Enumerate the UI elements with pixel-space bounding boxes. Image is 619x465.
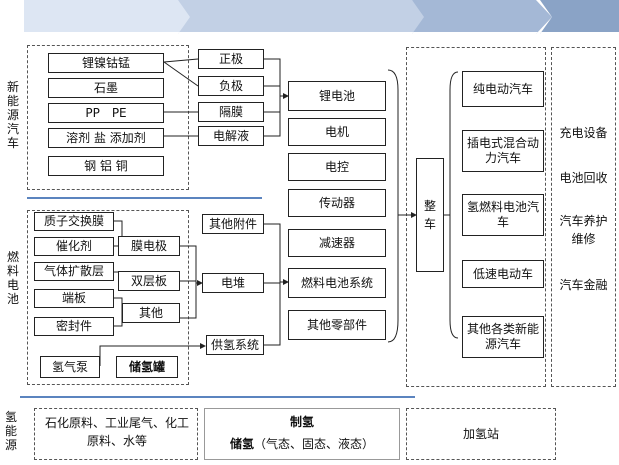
- h2-source-frame: [34, 408, 198, 460]
- service-item: 汽车金融: [559, 278, 608, 292]
- fuel-material-box: 气体扩散层: [34, 262, 114, 281]
- fuel-material-box: 催化剂: [34, 237, 114, 256]
- vehicle-type-box: 插电式混合动力汽车: [462, 130, 544, 172]
- battery-part-box: 正极: [198, 49, 264, 69]
- component-box: 燃料电池系统: [288, 268, 386, 298]
- banner-segment-4: [540, 0, 619, 34]
- service-item: 电池回收: [559, 171, 608, 185]
- component-box: 其他零部件: [288, 310, 386, 340]
- fuel-frame: [27, 210, 189, 385]
- fuel-part-box: 供氢系统: [206, 335, 264, 355]
- nev-frame: [27, 45, 189, 190]
- h2-station-frame: [406, 408, 556, 460]
- material-box: 钢 铝 铜: [48, 156, 164, 176]
- component-box: 传动器: [288, 189, 386, 217]
- service-item: 充电设备: [559, 126, 608, 140]
- component-box: 减速器: [288, 229, 386, 257]
- h2-pump-box: 氢气泵: [40, 356, 100, 378]
- services-frame: [551, 47, 616, 387]
- fuel-part-box: 其他附件: [202, 214, 264, 234]
- component-box: 电机: [288, 118, 386, 146]
- fuel-material-box: 密封件: [34, 317, 114, 336]
- component-box: 锂电池: [288, 81, 386, 111]
- service-item: 汽车养护维修: [559, 214, 608, 246]
- banner-segment-1: [24, 0, 200, 34]
- divider-nev-fuel: [27, 197, 262, 199]
- battery-part-box: 电解液: [198, 126, 264, 146]
- vehicle-frame: [406, 47, 546, 387]
- material-box: PP PE: [48, 103, 164, 123]
- fuel-material-box: 端板: [34, 289, 114, 308]
- fuel-mid-box: 膜电极: [118, 236, 180, 256]
- vehicle-type-box: 纯电动汽车: [462, 71, 544, 107]
- vehicle-type-box: 其他各类新能源汽车: [462, 316, 544, 358]
- section-label-fuel: 燃料电池: [6, 250, 19, 306]
- divider-h2: [20, 396, 415, 398]
- h2-storage-text: 储氢: [229, 437, 254, 451]
- battery-part-box: 隔膜: [198, 102, 264, 122]
- h2-source-text: 石化原料、工业尾气、化工原料、水等: [44, 416, 189, 448]
- fuel-material-box: 质子交换膜: [34, 212, 114, 231]
- material-box: 溶剂 盐 添加剂: [48, 128, 164, 148]
- component-box: 电控: [288, 153, 386, 181]
- fuel-mid-box: 双层板: [118, 271, 180, 291]
- banner-segment-2: [178, 0, 428, 34]
- h2-produce-frame: [204, 408, 400, 460]
- section-label-h2: 氢能源: [4, 410, 17, 452]
- h2-storage-line: 储氢（气态、固态、液态）: [204, 437, 400, 452]
- vehicle-type-box: 低速电动车: [462, 260, 544, 288]
- vehicle-box: 整车: [416, 158, 444, 272]
- battery-part-box: 负极: [198, 76, 264, 96]
- h2-produce-text: 制氢: [289, 415, 314, 429]
- banner-segment-3: [412, 0, 552, 34]
- section-label-nev: 新能源汽车: [6, 80, 19, 150]
- fuel-part-box: 电堆: [202, 273, 264, 293]
- h2-tank-box: 储氢罐: [116, 356, 178, 378]
- material-box: 锂镍钴锰: [48, 53, 164, 73]
- fuel-mid-box: 其他: [122, 303, 180, 323]
- material-box: 石墨: [48, 78, 164, 98]
- vehicle-type-box: 氢燃料电池汽车: [462, 194, 544, 236]
- h2-storage-note: （气态、固态、液态）: [254, 437, 375, 451]
- h2-station-text: 加氢站: [462, 427, 499, 441]
